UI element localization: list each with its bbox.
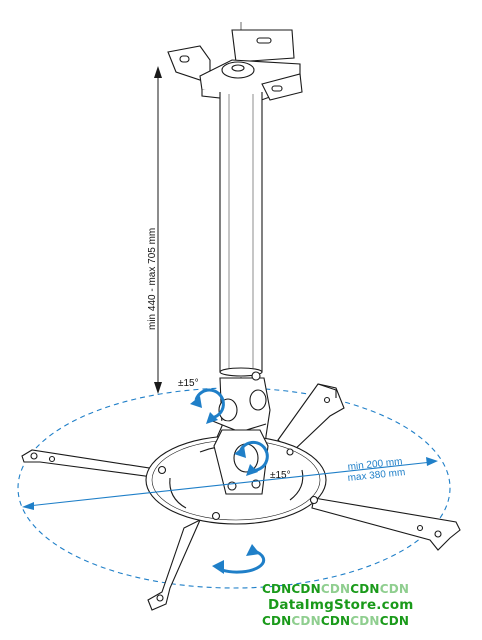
- watermark-token: CDN: [320, 582, 351, 596]
- watermark-token: CDN: [379, 582, 410, 596]
- tilt-rotation-arrow-top: [190, 388, 225, 424]
- arm-right: [311, 497, 461, 551]
- watermark-site: DataImgStore.com: [268, 597, 414, 613]
- tilt-top-label: ±15°: [178, 378, 199, 389]
- arm-left: [21, 449, 163, 479]
- arm-lower-left: [147, 518, 202, 611]
- watermark-token: CDN: [291, 614, 321, 628]
- swivel-rotation-arrow: [212, 544, 266, 574]
- watermark-row-top: CDNCDNCDNCDNCDN: [262, 582, 409, 596]
- height-range-label: min 440 - max 705 mm: [147, 228, 158, 330]
- watermark-row-bottom: CDNCDNCDNCDNCDN: [262, 614, 409, 628]
- extension-pole: [219, 92, 263, 377]
- height-dimension: min 440 - max 705 mm: [147, 66, 162, 394]
- watermark-token: CDN: [262, 582, 292, 596]
- tilt-rotation-arrow-side: [234, 440, 269, 476]
- watermark-token: CDN: [350, 614, 380, 628]
- tilt-side-label: ±15°: [270, 470, 291, 481]
- watermark-token: CDN: [320, 614, 351, 628]
- arm-length-dimension: min 200 mm max 380 mm: [22, 456, 438, 510]
- watermark-token: CDN: [262, 614, 292, 628]
- watermark-token: CDN: [350, 582, 380, 596]
- ceiling-bracket: [167, 29, 303, 103]
- watermark-token: CDN: [291, 582, 321, 596]
- watermark-token: CDN: [379, 614, 410, 628]
- mounting-arms: [21, 383, 461, 611]
